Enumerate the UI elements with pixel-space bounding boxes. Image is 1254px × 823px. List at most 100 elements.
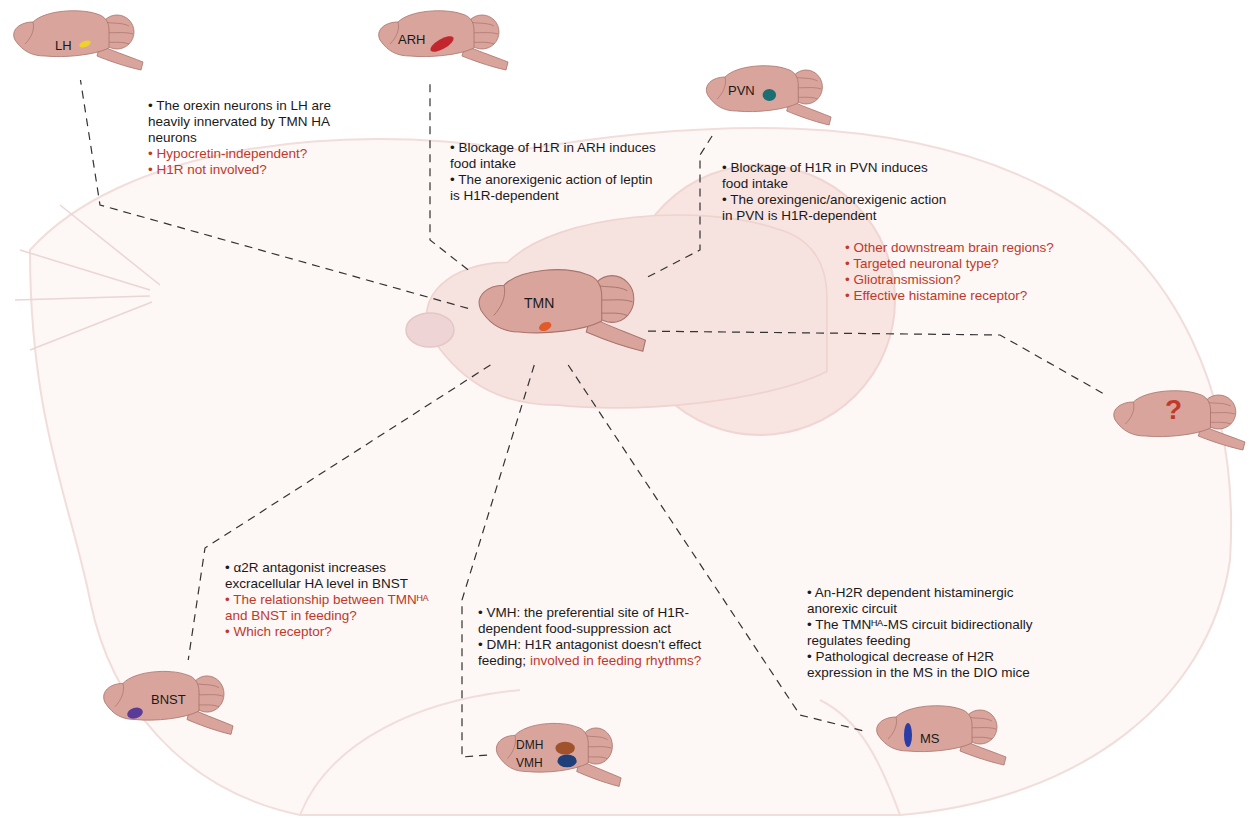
bullet-paragraph: • Gliotransmission? bbox=[845, 272, 1065, 288]
annotation-text: involved in feeding rhythms? bbox=[530, 653, 701, 668]
region-label: MS bbox=[920, 731, 940, 746]
brain-illustration bbox=[488, 712, 623, 797]
bullet-paragraph: • α2R antagonist increases excracellular… bbox=[225, 560, 447, 592]
annotation-group: • An-H2R dependent histaminergic anorexi… bbox=[807, 585, 1057, 681]
bullet-paragraph: • VMH: the preferential site of H1R-depe… bbox=[478, 605, 708, 637]
annotation-text: • Effective histamine receptor? bbox=[845, 288, 1027, 303]
olfactory-fissure bbox=[390, 22, 399, 44]
annotation-text: • The relationship between TMNᴴᴬ and BNS… bbox=[225, 592, 429, 623]
annotation-text: • Other downstream brain regions? bbox=[845, 240, 1054, 255]
cerebrum bbox=[1114, 391, 1211, 437]
brain-node: PVN bbox=[698, 55, 833, 135]
region-label: ? bbox=[1165, 394, 1182, 426]
annotation-text: • VMH: the preferential site of H1R-depe… bbox=[478, 605, 689, 636]
annotation-text: • Hypocretin-independent? bbox=[148, 146, 307, 161]
bullet-paragraph: • Hypocretin-independent? bbox=[148, 146, 363, 162]
mouse-eye bbox=[406, 313, 454, 347]
olfactory-fissure bbox=[717, 77, 725, 99]
annotation-text: • Targeted neuronal type? bbox=[845, 256, 999, 271]
bullet-paragraph: • H1R not involved? bbox=[148, 162, 363, 178]
region-label: TMN bbox=[524, 295, 554, 311]
annotation-text: • H1R not involved? bbox=[148, 162, 267, 177]
bullet-paragraph: • Other downstream brain regions? bbox=[845, 240, 1065, 256]
dashed-connector bbox=[80, 80, 468, 308]
annotation-text: • Which receptor? bbox=[225, 624, 332, 639]
brain-region bbox=[904, 723, 912, 747]
bullet-paragraph: • Blockage of H1R in PVN induces food in… bbox=[722, 160, 947, 192]
bullet-paragraph: • Blockage of H1R in ARH induces food in… bbox=[450, 140, 665, 172]
brain-illustration bbox=[370, 0, 510, 80]
region-label: VMH bbox=[516, 756, 543, 770]
annotation-text: • The TMNᴴᴬ-MS circuit bidirectionally r… bbox=[807, 617, 1032, 648]
brain-illustration bbox=[698, 55, 833, 135]
brain-illustration bbox=[468, 255, 648, 365]
bullet-paragraph: • Pathological decrease of H2R expressio… bbox=[807, 649, 1057, 681]
cerebrum bbox=[14, 11, 109, 57]
cerebrum bbox=[496, 723, 588, 772]
bullet-paragraph: • DMH: H1R antagonist doesn't effect fee… bbox=[478, 637, 708, 669]
brain-region bbox=[78, 39, 91, 49]
olfactory-fissure bbox=[25, 22, 34, 44]
brain-region bbox=[556, 742, 575, 755]
annotation-group: • Blockage of H1R in ARH induces food in… bbox=[450, 140, 665, 204]
region-label: BNST bbox=[151, 692, 186, 707]
brain-illustration bbox=[5, 0, 145, 80]
annotation-text: • Pathological decrease of H2R expressio… bbox=[807, 649, 1030, 680]
annotation-text: • The orexin neurons in LH are heavily i… bbox=[148, 98, 331, 145]
cerebrum bbox=[479, 270, 602, 333]
brain-region bbox=[763, 89, 777, 101]
mouse-body-outline bbox=[300, 690, 900, 815]
annotation-text: • Gliotransmission? bbox=[845, 272, 961, 287]
brain-node: DMH VMH bbox=[488, 712, 623, 797]
region-label: PVN bbox=[728, 83, 755, 98]
cerebrum bbox=[104, 671, 199, 720]
annotation-text: • An-H2R dependent histaminergic anorexi… bbox=[807, 585, 1014, 616]
bullet-paragraph: • Targeted neuronal type? bbox=[845, 256, 1065, 272]
brain-node: ? bbox=[1105, 380, 1247, 460]
olfactory-fissure bbox=[494, 285, 505, 315]
annotation-text: • The anorexigenic action of leptin is H… bbox=[450, 172, 653, 203]
whiskers bbox=[15, 205, 160, 350]
dashed-connector bbox=[462, 365, 534, 757]
brain-node: LH bbox=[5, 0, 145, 80]
brain-node: MS bbox=[868, 695, 1008, 775]
bullet-paragraph: • The TMNᴴᴬ-MS circuit bidirectionally r… bbox=[807, 617, 1057, 649]
bullet-paragraph: • Effective histamine receptor? bbox=[845, 288, 1065, 304]
annotation-group: • α2R antagonist increases excracellular… bbox=[225, 560, 447, 640]
bullet-paragraph: • The orexin neurons in LH are heavily i… bbox=[148, 98, 363, 146]
bullet-paragraph: • The anorexigenic action of leptin is H… bbox=[450, 172, 665, 204]
olfactory-fissure bbox=[115, 683, 124, 706]
cerebrum bbox=[379, 11, 474, 57]
brain-region bbox=[428, 33, 456, 55]
bullet-paragraph: • The relationship between TMNᴴᴬ and BNS… bbox=[225, 592, 447, 624]
olfactory-fissure bbox=[888, 717, 897, 739]
brain-node: BNST bbox=[95, 660, 235, 745]
bullet-paragraph: • Which receptor? bbox=[225, 624, 447, 640]
olfactory-fissure bbox=[507, 735, 515, 758]
brain-node: ARH bbox=[370, 0, 510, 80]
region-label: DMH bbox=[516, 738, 543, 752]
dashed-connector bbox=[188, 365, 490, 660]
annotation-group: • The orexin neurons in LH are heavily i… bbox=[148, 98, 363, 178]
dashed-connector bbox=[648, 135, 713, 277]
brain-region bbox=[126, 706, 144, 721]
bullet-paragraph: • The orexingenic/anorexigenic action in… bbox=[722, 192, 947, 224]
annotation-text: • The orexingenic/anorexigenic action in… bbox=[722, 192, 946, 223]
region-label: ARH bbox=[398, 32, 425, 47]
brain-node: TMN bbox=[468, 255, 648, 365]
olfactory-fissure bbox=[1125, 402, 1134, 424]
brain-region bbox=[538, 320, 553, 332]
region-label: LH bbox=[55, 38, 72, 53]
annotation-text: • Blockage of H1R in ARH induces food in… bbox=[450, 140, 656, 171]
mouse-head-outline bbox=[30, 128, 1231, 815]
annotation-group: • Other downstream brain regions?• Targe… bbox=[845, 240, 1065, 304]
bullet-paragraph: • An-H2R dependent histaminergic anorexi… bbox=[807, 585, 1057, 617]
annotation-group: • VMH: the preferential site of H1R-depe… bbox=[478, 605, 708, 669]
annotation-group: • Blockage of H1R in PVN induces food in… bbox=[722, 160, 947, 224]
cerebrum bbox=[877, 706, 972, 752]
brain-region bbox=[557, 755, 576, 768]
cerebrum bbox=[706, 66, 798, 112]
annotation-text: • Blockage of H1R in PVN induces food in… bbox=[722, 160, 928, 191]
background-brain bbox=[426, 215, 826, 408]
